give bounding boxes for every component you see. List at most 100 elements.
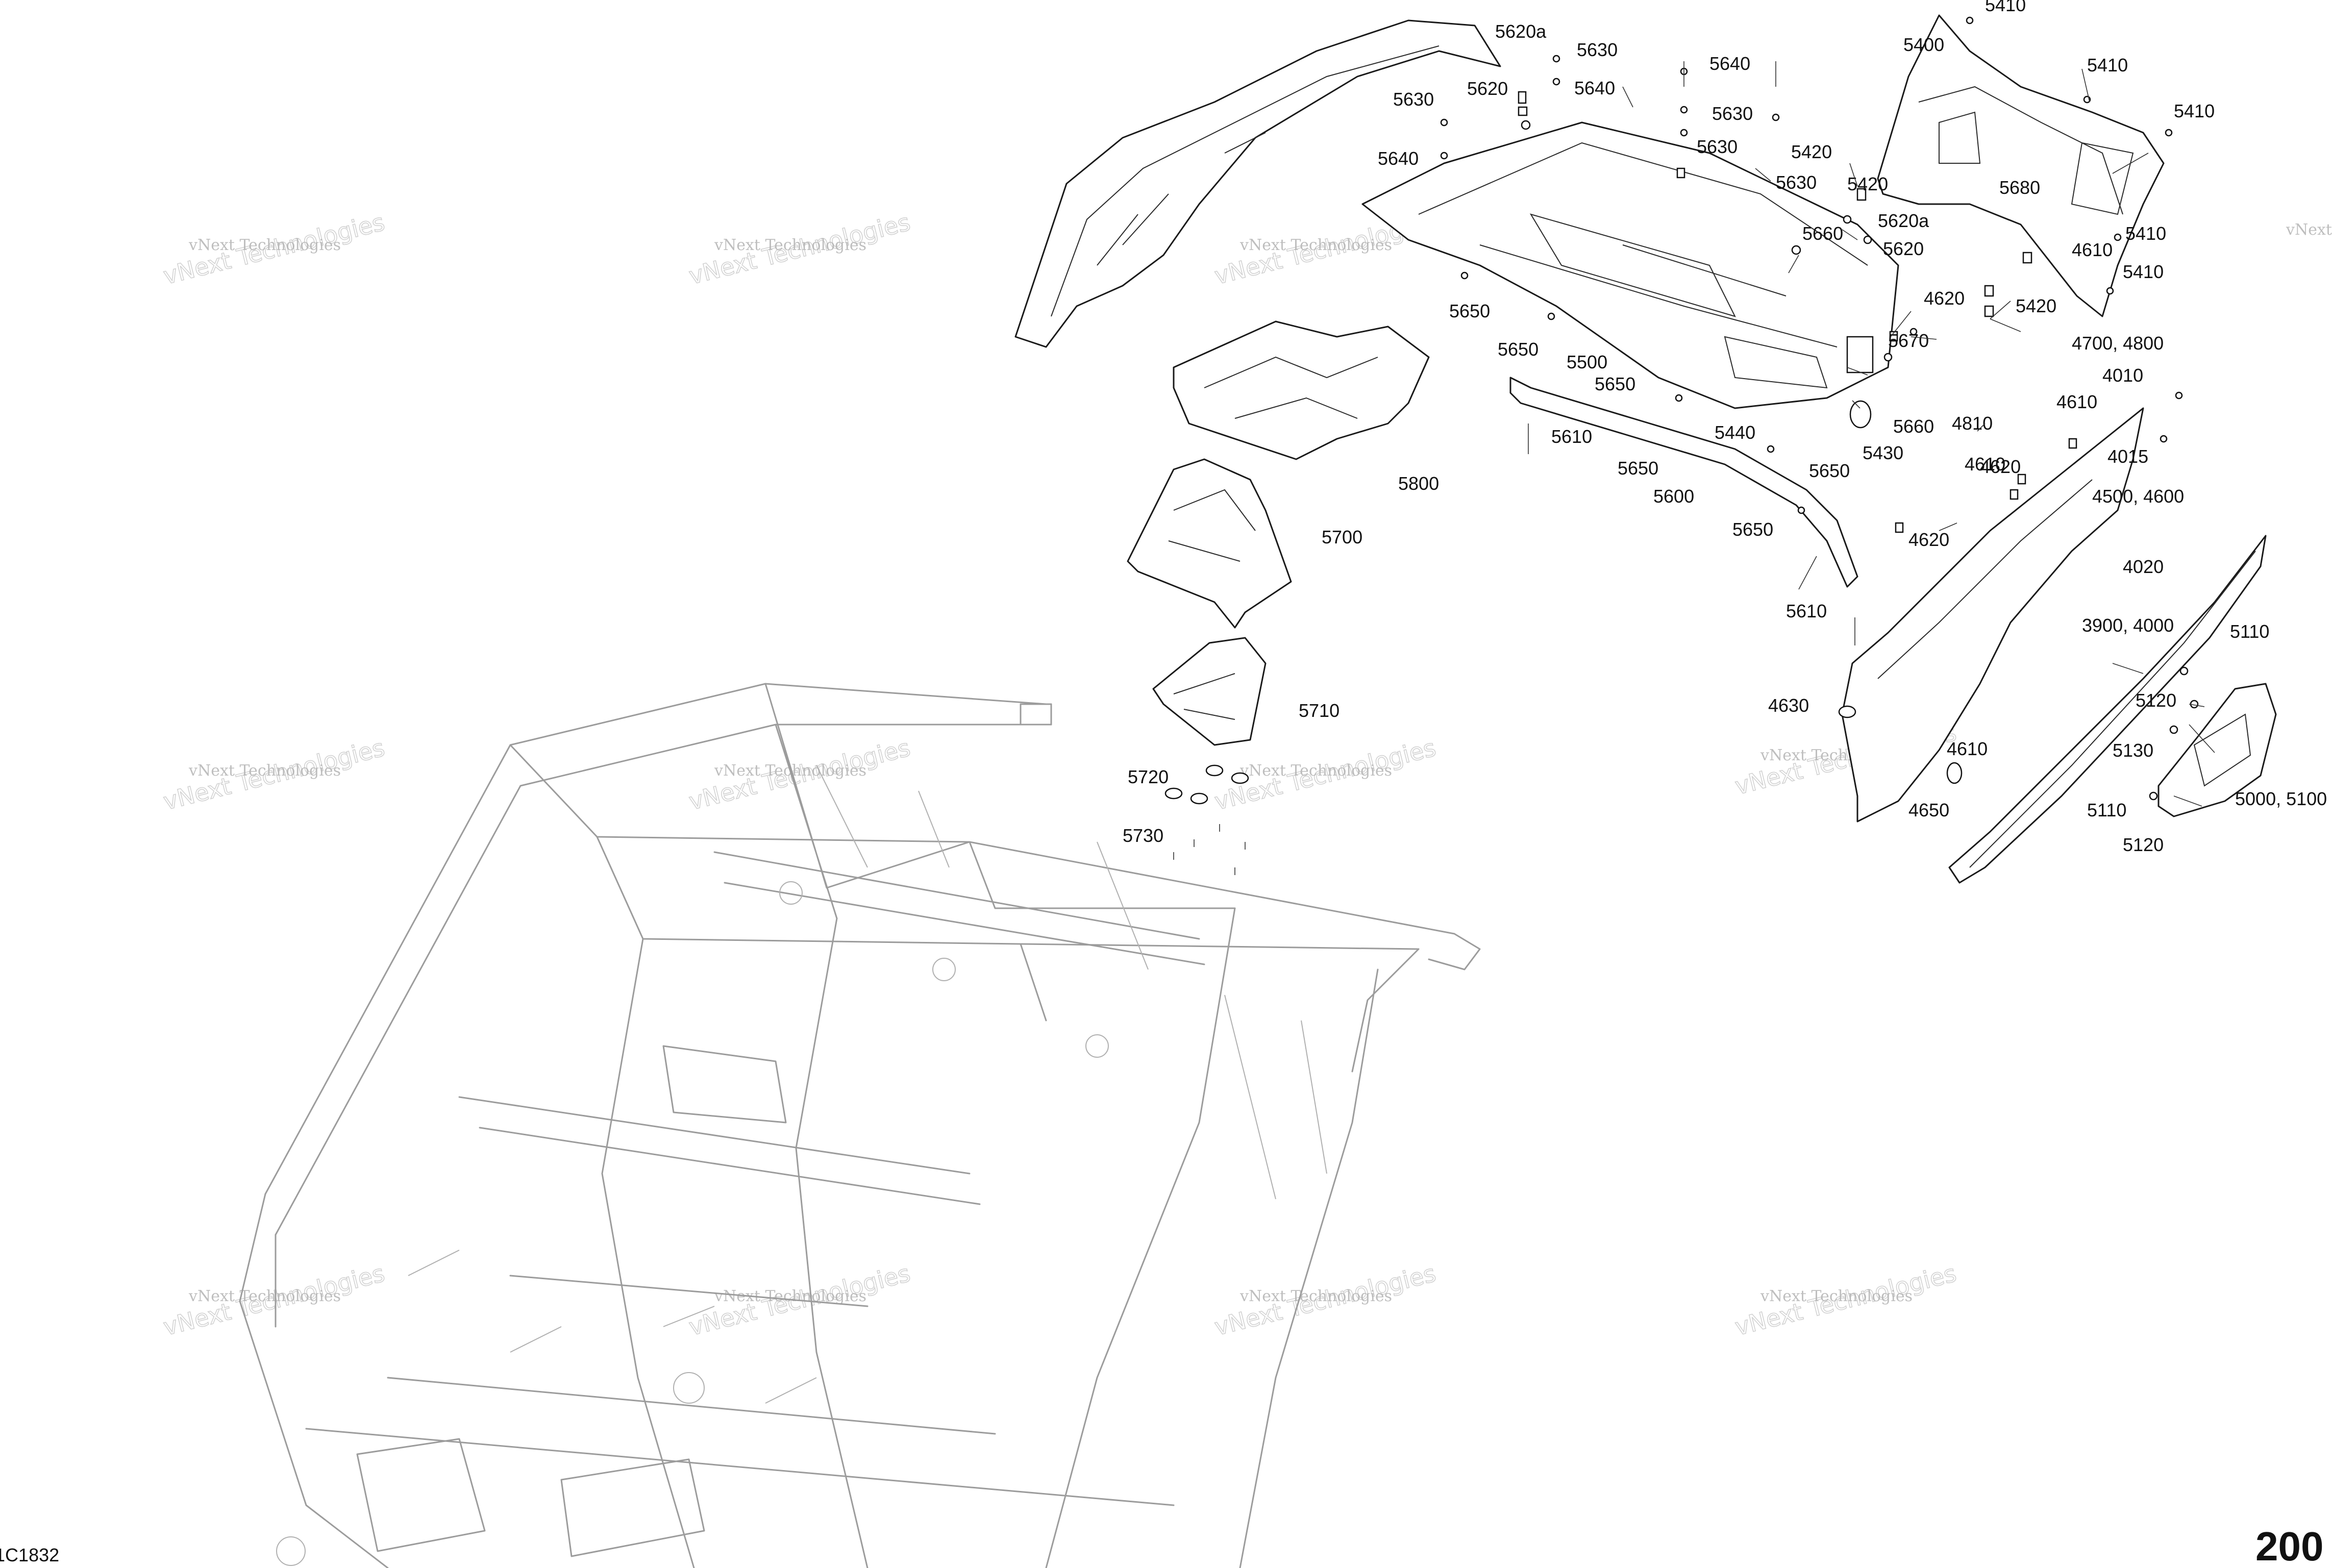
cargo-box bbox=[1361, 121, 1899, 409]
callout-label: 5650 bbox=[1449, 301, 1490, 321]
watermark: vNext Technologies vNext Technologies bbox=[160, 733, 388, 816]
callout-label: 5710 bbox=[1299, 700, 1339, 721]
callout-label: 5410 bbox=[2174, 101, 2215, 121]
support-bar-5600 bbox=[1509, 377, 1858, 588]
callout-label: 5400 bbox=[1903, 34, 1944, 55]
watermark-text: vNext Technologies bbox=[1239, 762, 1392, 780]
watermark-text: vNext Technologies bbox=[188, 236, 341, 254]
watermark: vNext Technologies vNext Technologies bbox=[686, 733, 913, 816]
callout-label: 5410 bbox=[2125, 223, 2166, 244]
callout-label: 5650 bbox=[1732, 519, 1773, 540]
callout-label: 5620 bbox=[1467, 78, 1508, 99]
callout-label: 4630 bbox=[1768, 695, 1809, 716]
parts bbox=[1014, 14, 2277, 884]
callout-label: 5440 bbox=[1715, 422, 1755, 443]
callout-label: 5630 bbox=[1697, 136, 1738, 157]
callout-label: 4620 bbox=[1980, 456, 2021, 477]
callout-label: 5650 bbox=[1809, 460, 1850, 481]
trim-3900 bbox=[1948, 535, 2267, 884]
callout-label: 5640 bbox=[1574, 78, 1615, 98]
callout-label: 5630 bbox=[1393, 89, 1434, 110]
vehicle-frame bbox=[239, 683, 1481, 1568]
callout-label: 4620 bbox=[1908, 529, 1949, 550]
callout-label: 5620a bbox=[1495, 21, 1547, 42]
watermark: vNext Technologies vNext Technologies bbox=[686, 208, 913, 290]
watermark-text: vNext Technologies bbox=[1239, 1287, 1392, 1305]
callout-label: 4010 bbox=[2102, 365, 2143, 386]
callout-label: 5410 bbox=[2087, 55, 2128, 76]
callout-label: 4700, 4800 bbox=[2072, 333, 2164, 354]
callout-label: 5650 bbox=[1498, 339, 1539, 360]
callout-label: 5610 bbox=[1786, 601, 1827, 621]
cover-5710 bbox=[1152, 637, 1267, 746]
callout-label: 5600 bbox=[1653, 486, 1694, 507]
callout-label: 5420 bbox=[1791, 141, 1832, 162]
watermark: vNext Technologies vNext Technologies bbox=[1732, 1259, 1959, 1341]
callout-label: 4610 bbox=[2072, 239, 2113, 260]
callout-label: 5120 bbox=[2123, 834, 2164, 855]
callout-label: 5410 bbox=[1985, 0, 2026, 15]
callout-label: 5420 bbox=[1847, 173, 1888, 194]
watermark-text: vNext Technologies bbox=[2286, 221, 2332, 239]
callout-label: 4620 bbox=[1924, 288, 1965, 309]
callout-label: 4500, 4600 bbox=[2092, 486, 2184, 507]
cover-5800 bbox=[1173, 320, 1430, 460]
watermark-text: vNext Technologies bbox=[1239, 236, 1392, 254]
callout-label: 5420 bbox=[2016, 295, 2056, 316]
callout-label: 5630 bbox=[1577, 39, 1618, 60]
guard-5000 bbox=[2157, 683, 2277, 817]
callout-label: 5670 bbox=[1888, 330, 1929, 351]
callout-labels: 5410 5400 5410 5410 5420 5410 5410 5420 5620a 563… bbox=[1123, 0, 2327, 855]
callout-label: 4015 bbox=[2107, 446, 2148, 467]
side-panel-4500 bbox=[1841, 407, 2144, 823]
watermark-text: vNext Technologies bbox=[714, 1287, 866, 1305]
callout-label: 4020 bbox=[2123, 556, 2164, 577]
watermark: vNext Technologies vNext Technologies bbox=[160, 1259, 388, 1341]
watermark-text: vNext Technologies bbox=[188, 762, 341, 780]
watermark-text: vNext Technologies bbox=[714, 236, 866, 254]
callout-label: 4610 bbox=[2056, 391, 2097, 412]
callout-label: 5130 bbox=[2113, 740, 2153, 761]
callout-label: 4610 bbox=[1947, 738, 1988, 759]
fasteners-5730 bbox=[1173, 824, 1246, 875]
callout-label: 5630 bbox=[1776, 172, 1817, 193]
callout-label: 4610 bbox=[1965, 454, 2005, 475]
callout-label: 5660 bbox=[1802, 223, 1843, 244]
page-number: 200 bbox=[2255, 1524, 2323, 1568]
cover-5700 bbox=[1127, 458, 1292, 629]
callout-label: 5700 bbox=[1322, 527, 1362, 547]
right-fender bbox=[1877, 14, 2165, 317]
callout-label: 5650 bbox=[1618, 458, 1658, 479]
callout-label: 5500 bbox=[1567, 352, 1607, 372]
callout-label: 3900, 4000 bbox=[2082, 615, 2174, 636]
callout-label: 5640 bbox=[1709, 53, 1750, 74]
callout-label: 5610 bbox=[1551, 426, 1592, 447]
watermark: vNext Technologies vNext Technologies bbox=[160, 208, 388, 290]
callout-label: 5000, 5100 bbox=[2235, 788, 2327, 809]
callout-label: 5660 bbox=[1893, 416, 1934, 437]
watermark: vNext Technologies bbox=[2286, 221, 2332, 239]
callout-label: 5640 bbox=[1378, 148, 1419, 169]
left-fender bbox=[1014, 19, 1501, 348]
callout-label: 5730 bbox=[1123, 825, 1163, 846]
callout-label: 5620a bbox=[1878, 210, 1929, 231]
callout-label: 5630 bbox=[1712, 103, 1753, 124]
figure-code: 81C1832 bbox=[0, 1545, 59, 1565]
callout-label: 5720 bbox=[1128, 766, 1169, 787]
callout-label: 5430 bbox=[1863, 442, 1903, 463]
callout-label: 5680 bbox=[1999, 177, 2040, 198]
watermark: vNext Technologies vNext Technologies bbox=[1211, 1259, 1439, 1341]
callout-label: 4810 bbox=[1952, 413, 1993, 434]
fasteners-5720 bbox=[1164, 764, 1249, 805]
callout-label: 5410 bbox=[2123, 261, 2164, 282]
leader-lines bbox=[1622, 68, 2215, 807]
callout-label: 5110 bbox=[2230, 621, 2269, 642]
callout-label: 4650 bbox=[1908, 800, 1949, 820]
callout-label: 5650 bbox=[1595, 374, 1635, 394]
watermark-text: vNext Technologies bbox=[1760, 1287, 1913, 1305]
callout-label: 5800 bbox=[1398, 473, 1439, 494]
hardware-markers bbox=[1440, 16, 2199, 801]
callout-label: 5110 bbox=[2087, 800, 2126, 820]
watermark-text: vNext Technologies bbox=[188, 1287, 341, 1305]
